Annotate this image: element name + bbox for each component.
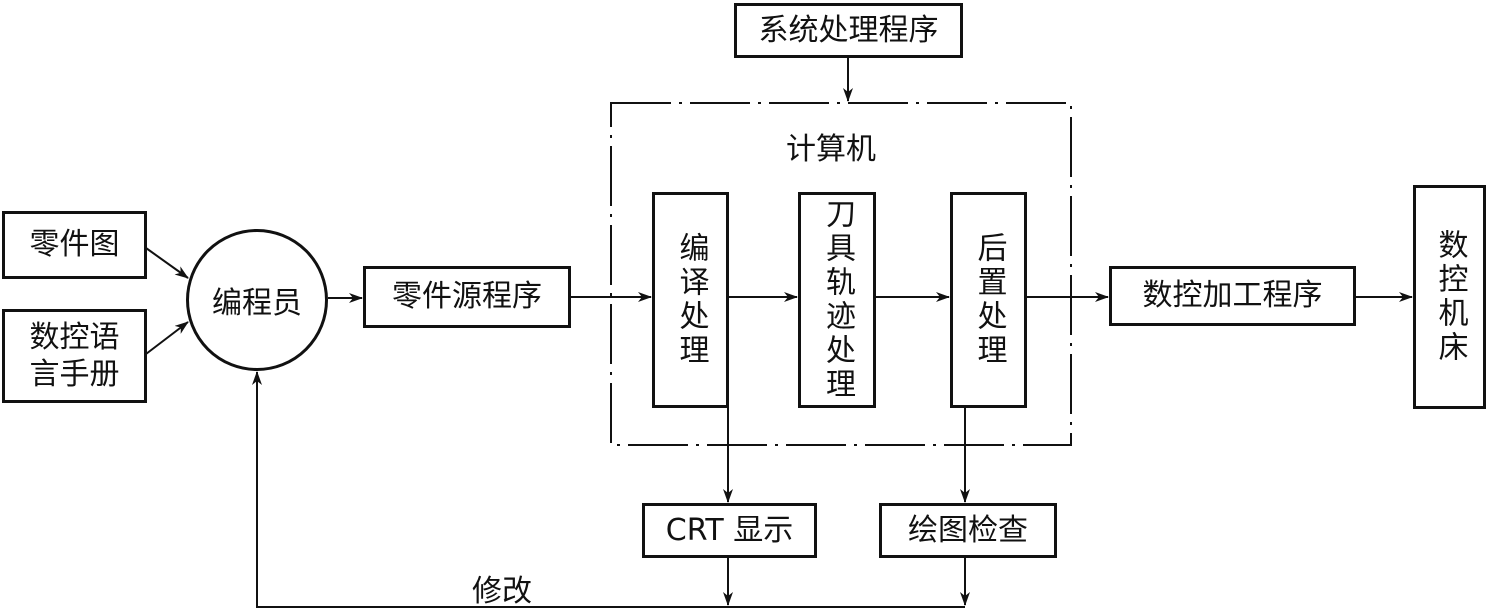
nc-machine-box: 数控机床 bbox=[1413, 185, 1486, 409]
plot-check-label: 绘图检查 bbox=[908, 512, 1028, 548]
plot-check-box: 绘图检查 bbox=[879, 503, 1057, 558]
system-program-label: 系统处理程序 bbox=[758, 12, 939, 48]
arrow-manual-to-programmer bbox=[145, 321, 189, 355]
computer-label: 计算机 bbox=[786, 132, 876, 167]
part-source-program-box: 零件源程序 bbox=[363, 266, 571, 328]
crt-display-label: CRT 显示 bbox=[665, 512, 794, 548]
post-process-label: 后置处理 bbox=[971, 232, 1007, 368]
compile-process-label: 编译处理 bbox=[673, 232, 709, 368]
language-manual-label: 数控语 言手册 bbox=[29, 319, 120, 393]
nc-program-box: 数控加工程序 bbox=[1109, 266, 1356, 326]
modify-label: 修改 bbox=[472, 574, 532, 609]
part-drawing-box: 零件图 bbox=[2, 211, 147, 279]
programmer-node: 编程员 bbox=[186, 229, 328, 371]
crt-display-box: CRT 显示 bbox=[642, 503, 817, 558]
programmer-label: 编程员 bbox=[212, 286, 302, 321]
language-manual-box: 数控语 言手册 bbox=[2, 309, 147, 403]
post-process-box: 后置处理 bbox=[950, 192, 1027, 408]
nc-machine-label: 数控机床 bbox=[1432, 229, 1468, 365]
tool-path-process-box: 刀具轨迹处理 bbox=[798, 192, 876, 408]
arrow-partdrawing-to-programmer bbox=[145, 247, 189, 279]
tool-path-process-label: 刀具轨迹处理 bbox=[820, 198, 855, 402]
part-source-program-label: 零件源程序 bbox=[392, 279, 542, 315]
nc-program-label: 数控加工程序 bbox=[1142, 278, 1323, 314]
computer-boundary bbox=[610, 102, 1072, 446]
part-drawing-label: 零件图 bbox=[29, 227, 120, 263]
system-program-box: 系统处理程序 bbox=[734, 3, 963, 58]
feedback-line bbox=[252, 371, 965, 608]
compile-process-box: 编译处理 bbox=[652, 192, 729, 408]
